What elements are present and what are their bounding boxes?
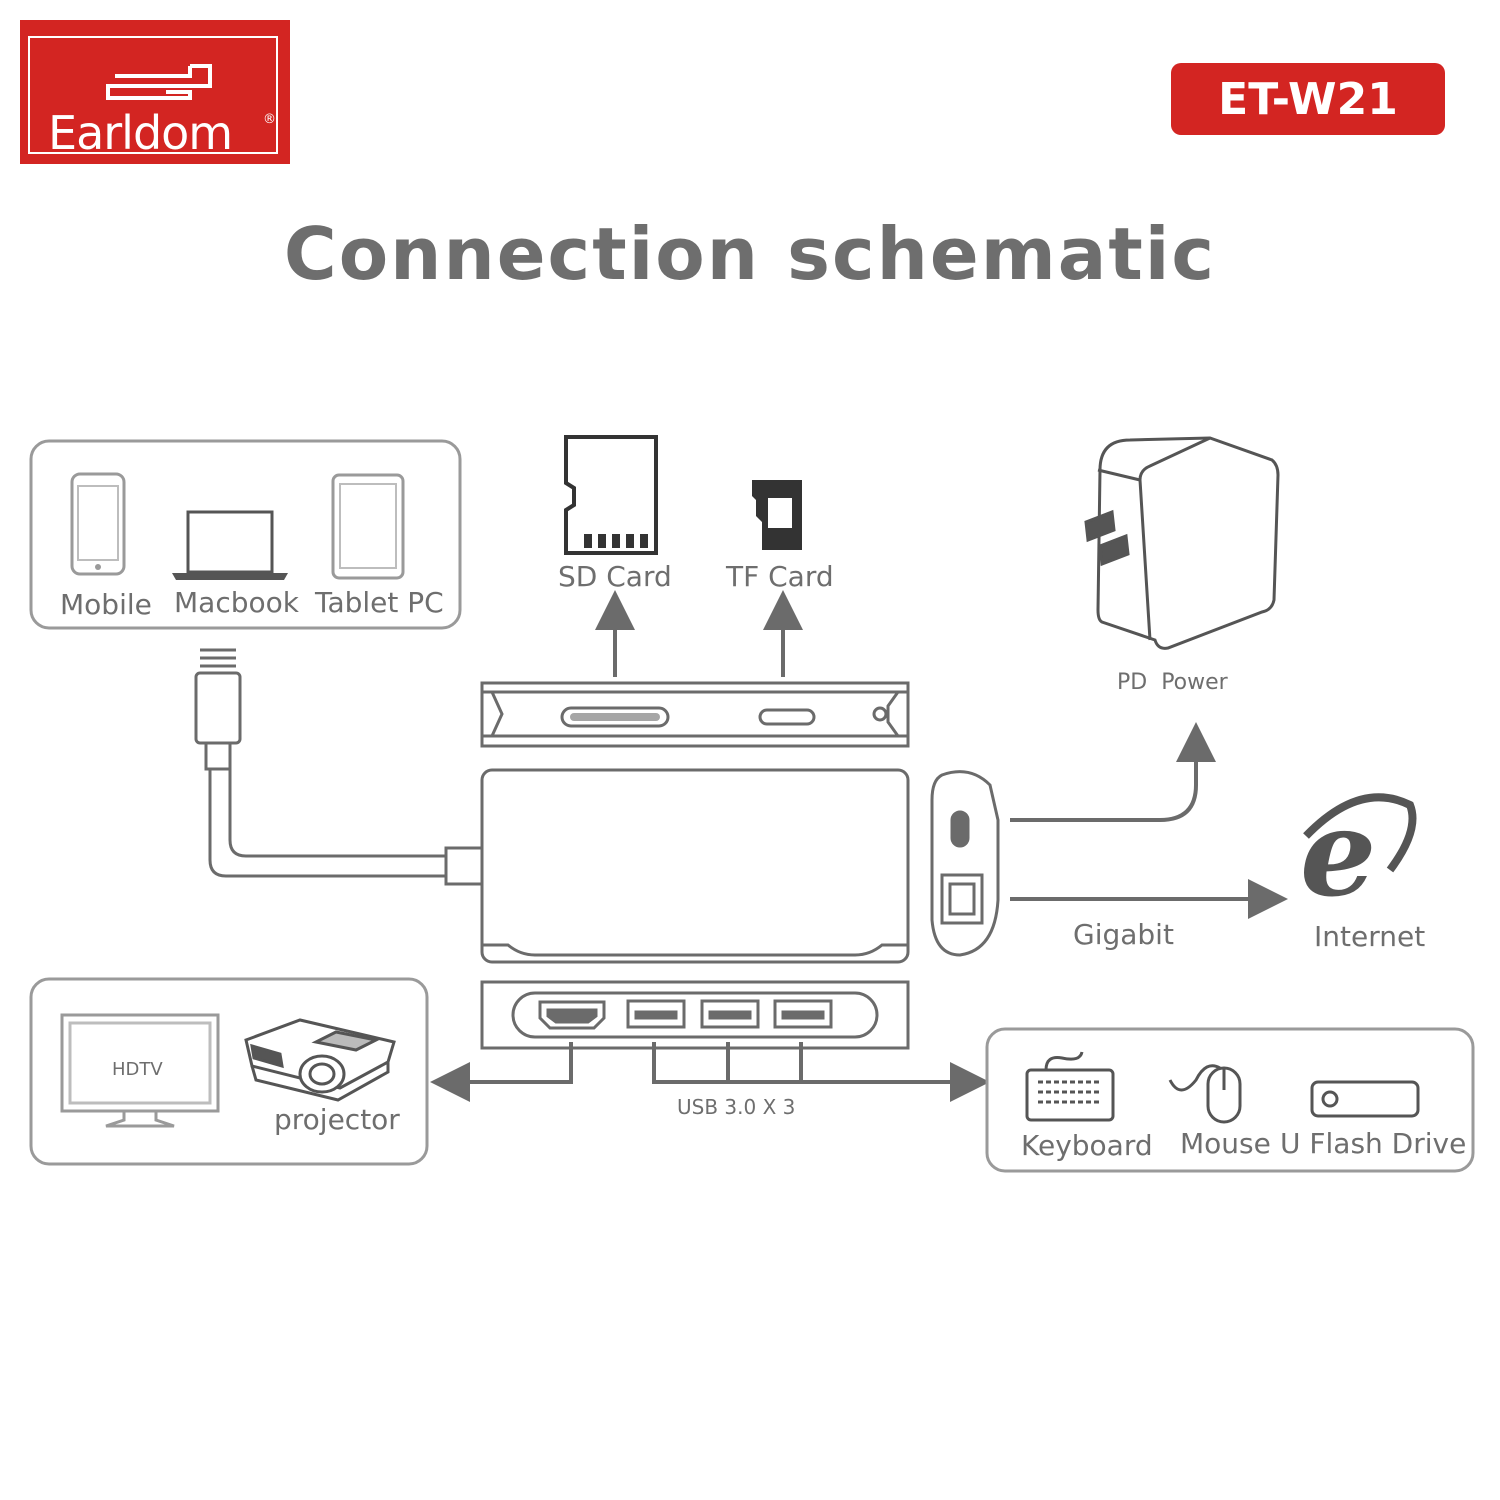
- usb-port-1-icon: [626, 999, 686, 1029]
- gigabit-label: Gigabit: [1073, 918, 1174, 951]
- internet-explorer-icon: e: [1300, 783, 1417, 924]
- projector-label: projector: [274, 1103, 400, 1136]
- power-arrow: [1010, 722, 1216, 822]
- keyboard-icon: [1025, 1051, 1115, 1122]
- flash-drive-label: U Flash Drive: [1280, 1127, 1467, 1160]
- tablet-label: Tablet PC: [315, 586, 444, 619]
- logo-text: Earldom: [48, 106, 233, 160]
- sd-slot-icon: [570, 713, 660, 721]
- usb-label: USB 3.0 X 3: [677, 1095, 796, 1119]
- card-reader-module: [480, 681, 910, 748]
- hub-body: [480, 768, 910, 964]
- usb-arrow: [652, 1042, 990, 1102]
- model-badge: ET-W21: [1171, 63, 1445, 135]
- peripherals-box: [985, 1027, 1475, 1173]
- flash-drive-icon: [1310, 1080, 1420, 1118]
- tf-card-label: TF Card: [726, 560, 834, 593]
- keyboard-label: Keyboard: [1021, 1129, 1153, 1162]
- tablet-icon: [331, 473, 405, 580]
- page-title: Connection schematic: [283, 212, 1217, 296]
- sd-card-label: SD Card: [558, 560, 672, 593]
- svg-text:e: e: [1300, 783, 1376, 924]
- usb-port-3-icon: [773, 999, 833, 1029]
- port-module: [480, 980, 910, 1050]
- logo-registered-mark: ®: [263, 112, 276, 127]
- pd-power-label: PD Power: [1117, 670, 1228, 695]
- mobile-icon: [70, 472, 126, 576]
- mobile-label: Mobile: [60, 588, 152, 621]
- usb-c-cable: [194, 648, 484, 886]
- projector-icon: [244, 1018, 396, 1102]
- logo-mark-icon: [106, 64, 212, 100]
- hdmi-port-icon: [538, 1000, 606, 1030]
- mouse-label: Mouse: [1180, 1127, 1271, 1160]
- usb-port-2-icon: [700, 999, 760, 1029]
- earldom-logo: Earldom ®: [20, 20, 290, 164]
- power-adapter-icon: [1084, 436, 1280, 650]
- hdtv-label: HDTV: [112, 1059, 163, 1080]
- hdmi-arrow: [430, 1042, 573, 1102]
- macbook-icon: [172, 510, 288, 580]
- sd-card-icon: [564, 435, 658, 555]
- side-module: [930, 770, 1000, 957]
- macbook-label: Macbook: [174, 586, 299, 619]
- hdtv-icon: [60, 1013, 220, 1128]
- mouse-icon: [1168, 1064, 1242, 1124]
- source-devices-box: [29, 439, 462, 630]
- internet-label: Internet: [1314, 920, 1426, 953]
- ethernet-port-icon: [940, 873, 984, 925]
- tf-card-icon: [752, 480, 802, 550]
- logo-frame: [28, 36, 278, 154]
